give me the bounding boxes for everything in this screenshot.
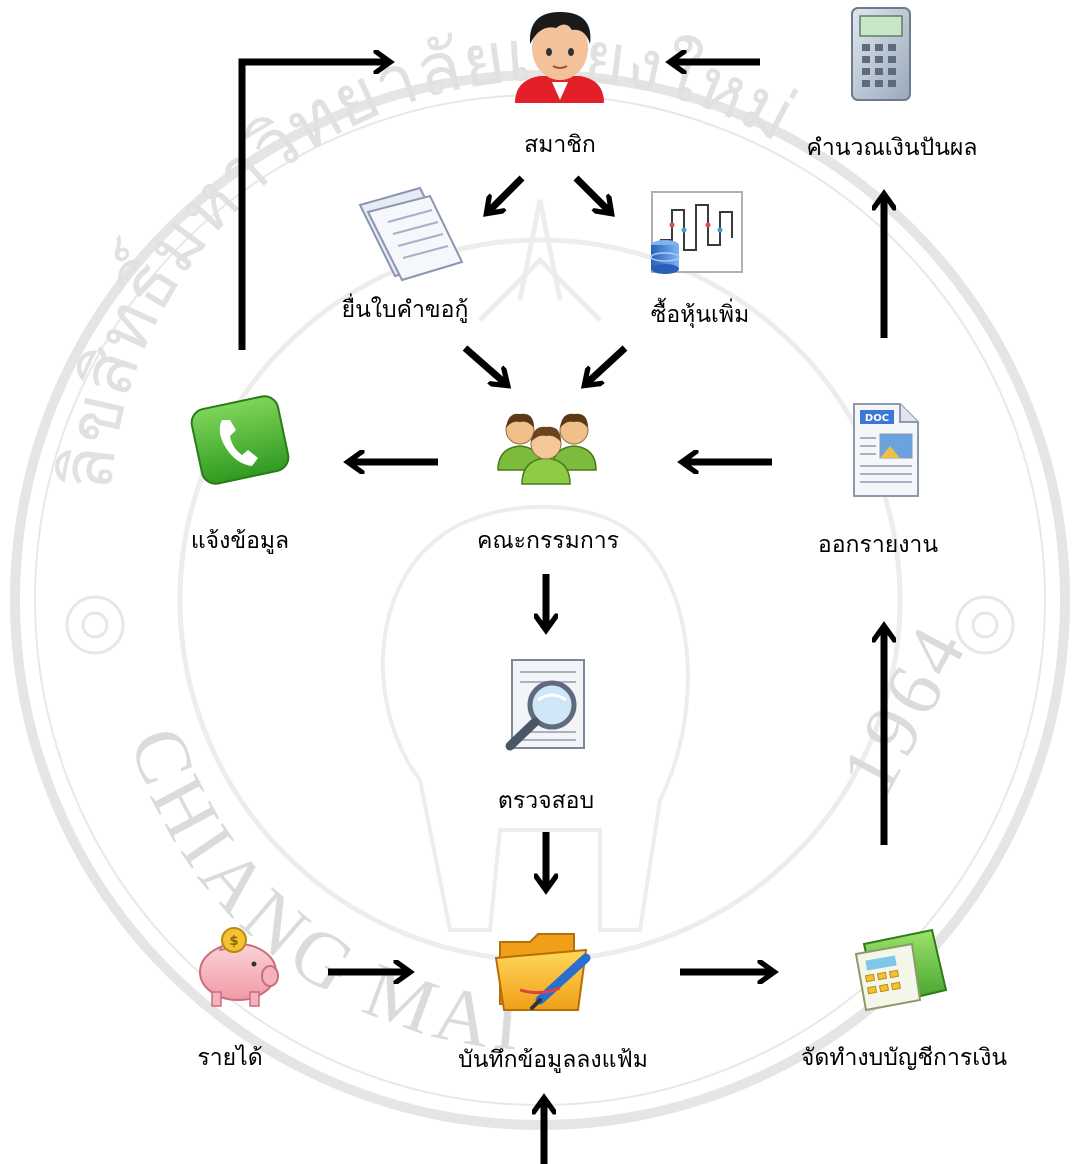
documents-icon [358,186,464,282]
arrow-notify-to-member [238,62,388,350]
group-icon [497,413,597,485]
watermark-year: 1964 [823,608,984,808]
node-income-label: รายได้ [197,1044,262,1071]
node-committee: คณะกรรมการ [477,413,619,554]
folder-pen-icon [494,933,591,1011]
accounting-folder-icon [854,928,948,1012]
node-report-label: ออกรายงาน [818,532,938,558]
node-dividend-label: คำนวณเงินปันผล [807,135,978,161]
node-loan: ยื่นใบคำขอกู้ [342,186,469,323]
node-audit: ตรวจสอบ [498,659,594,814]
chart-database-icon [650,191,743,274]
node-accounts: จัดทำงบบัญชีการเงิน [801,928,1007,1071]
node-record: บันทึกข้อมูลลงแฟ้ม [458,933,648,1073]
node-member-label: สมาชิก [524,132,596,158]
svg-text:$: $ [229,934,238,949]
doc-report-icon: DOC [853,403,919,497]
node-dividend: คำนวณเงินปันผล [807,7,978,161]
node-record-label: บันทึกข้อมูลลงแฟ้ม [458,1047,648,1073]
node-shares: ซื้อหุ้นเพิ่ม [650,191,750,328]
phone-icon [190,395,290,485]
user-avatar-icon [515,12,604,103]
node-audit-label: ตรวจสอบ [498,788,594,814]
flow-arrows [238,62,884,1164]
piggy-bank-icon: $ [199,927,279,1007]
node-income: $ รายได้ [197,927,279,1071]
node-shares-label: ซื้อหุ้นเพิ่ม [651,298,750,328]
node-committee-label: คณะกรรมการ [477,528,619,554]
arrow-member-to-loan [488,175,525,212]
arrow-loan-to-committee [462,345,506,384]
arrow-member-to-shares [573,175,610,212]
node-member: สมาชิก [515,12,604,158]
arrow-shares-to-committee [586,345,628,384]
svg-text:DOC: DOC [865,413,889,424]
calculator-icon [851,7,911,101]
node-report: DOC ออกรายงาน [818,403,938,558]
node-notify-label: แจ้งข้อมูล [191,528,289,554]
node-loan-label: ยื่นใบคำขอกู้ [342,293,469,323]
magnifier-document-icon [505,659,585,751]
node-notify: แจ้งข้อมูล [190,395,290,554]
node-accounts-label: จัดทำงบบัญชีการเงิน [801,1045,1007,1071]
